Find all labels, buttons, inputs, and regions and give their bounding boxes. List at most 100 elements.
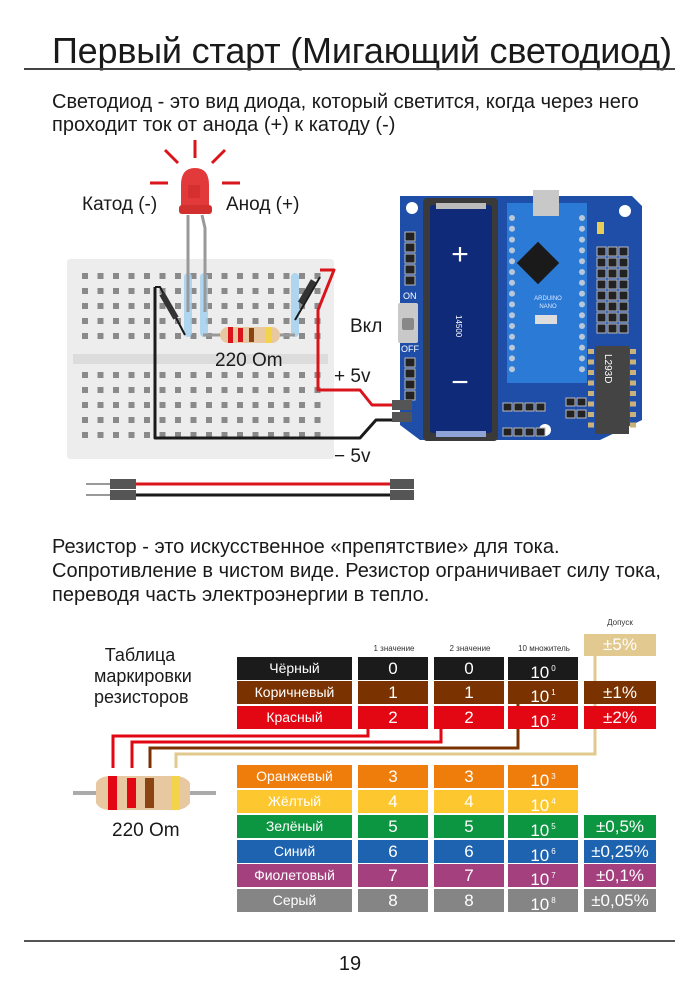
breadboard-hole xyxy=(268,303,274,309)
digit-cell: 3 xyxy=(434,765,504,788)
page-number: 19 xyxy=(338,953,362,975)
multiplier-base: 10 xyxy=(530,796,550,815)
breadboard-hole xyxy=(221,273,228,279)
breadboard-hole xyxy=(144,333,150,339)
multiplier-exponent: 4 xyxy=(551,797,556,806)
breadboard-hole xyxy=(252,303,259,309)
digit-cell: 1 xyxy=(434,681,504,704)
nano-pin xyxy=(579,247,585,254)
chip-pin xyxy=(630,380,636,386)
nano-pin xyxy=(579,355,585,362)
header-pin xyxy=(596,301,607,312)
breadboard-hole xyxy=(175,273,181,279)
breadboard-hole xyxy=(206,387,212,393)
minus-5v-label: − 5v xyxy=(334,446,371,467)
nano-pin xyxy=(579,258,585,265)
breadboard-hole xyxy=(82,372,88,378)
breadboard-hole xyxy=(252,432,259,438)
digit-cell: 5 xyxy=(358,815,428,838)
header-second-value: 2 значение xyxy=(449,644,491,653)
breadboard-hole xyxy=(97,387,104,393)
header-pin xyxy=(618,279,629,290)
nano-pin xyxy=(579,269,585,275)
header-pin xyxy=(596,268,607,279)
breadboard-hole xyxy=(144,303,150,309)
breadboard-hole xyxy=(128,417,135,423)
breadboard-hole xyxy=(82,333,88,339)
breadboard-hole xyxy=(190,402,197,408)
breadboard-hole xyxy=(159,402,166,408)
multiplier-base: 10 xyxy=(530,895,550,914)
breadboard-hole xyxy=(97,273,104,279)
breadboard-hole xyxy=(268,273,274,279)
breadboard-hole xyxy=(314,273,321,279)
digit-cell: 5 xyxy=(434,815,504,838)
breadboard-resistor xyxy=(203,327,295,343)
cathode-label: Катод (-) xyxy=(82,194,158,215)
header-pin xyxy=(596,290,607,301)
header-pin xyxy=(596,246,607,257)
header-pin xyxy=(607,246,618,257)
breadboard-hole xyxy=(252,372,259,378)
breadboard-hole xyxy=(175,387,181,393)
breadboard-hole xyxy=(237,417,243,423)
nano-pin xyxy=(579,301,585,308)
header-first-value: 1 значение xyxy=(373,644,415,653)
chip-pin xyxy=(630,401,636,407)
breadboard-hole xyxy=(299,372,305,378)
nano-pin xyxy=(579,344,585,351)
chip-pin xyxy=(588,349,594,354)
digit-cell: 1 xyxy=(358,681,428,704)
breadboard-hole xyxy=(268,372,274,378)
breadboard-hole xyxy=(221,402,228,408)
nano-pin xyxy=(579,312,585,319)
color-name-cell: Оранжевый xyxy=(237,765,352,788)
breadboard-hole xyxy=(237,402,243,408)
breadboard-hole xyxy=(206,303,212,309)
breadboard-hole xyxy=(283,372,290,378)
header-pin xyxy=(596,323,607,334)
digit-cell: 2 xyxy=(434,706,504,729)
breadboard-hole xyxy=(299,402,305,408)
breadboard-hole xyxy=(144,387,150,393)
color-name-cell: Жёлтый xyxy=(237,790,352,813)
breadboard-hole xyxy=(82,318,88,324)
breadboard-hole xyxy=(268,288,274,294)
battery-model: 14500 xyxy=(454,315,463,338)
breadboard-hole xyxy=(159,318,166,324)
multiplier-exponent: 2 xyxy=(551,713,556,722)
tolerance-cell: ±0,05% xyxy=(584,889,656,912)
nano-pin xyxy=(579,279,585,286)
header-pin xyxy=(607,279,618,290)
nano-pin xyxy=(579,236,585,243)
digit-cell: 4 xyxy=(358,790,428,813)
breadboard-hole xyxy=(206,432,212,438)
breadboard-hole xyxy=(283,387,290,393)
digit-cell: 2 xyxy=(358,706,428,729)
breadboard-hole xyxy=(237,273,243,279)
breadboard-hole xyxy=(82,417,88,423)
breadboard-hole xyxy=(190,372,197,378)
switch-label: Вкл xyxy=(350,316,383,337)
breadboard-hole xyxy=(237,372,243,378)
breadboard-hole xyxy=(221,318,228,324)
breadboard-hole xyxy=(268,318,274,324)
breadboard-hole xyxy=(206,417,212,423)
breadboard-hole xyxy=(175,417,181,423)
breadboard-hole xyxy=(128,387,135,393)
breadboard-hole xyxy=(113,333,119,339)
multiplier-exponent: 8 xyxy=(551,896,556,905)
header-pin xyxy=(618,301,629,312)
breadboard-hole xyxy=(97,318,104,324)
breadboard-hole xyxy=(159,387,166,393)
breadboard-hole xyxy=(221,417,228,423)
breadboard xyxy=(67,259,334,459)
nano-pin xyxy=(509,323,515,329)
nano-pin xyxy=(509,215,515,221)
breadboard-hole xyxy=(314,288,321,294)
breadboard-hole xyxy=(97,333,104,339)
